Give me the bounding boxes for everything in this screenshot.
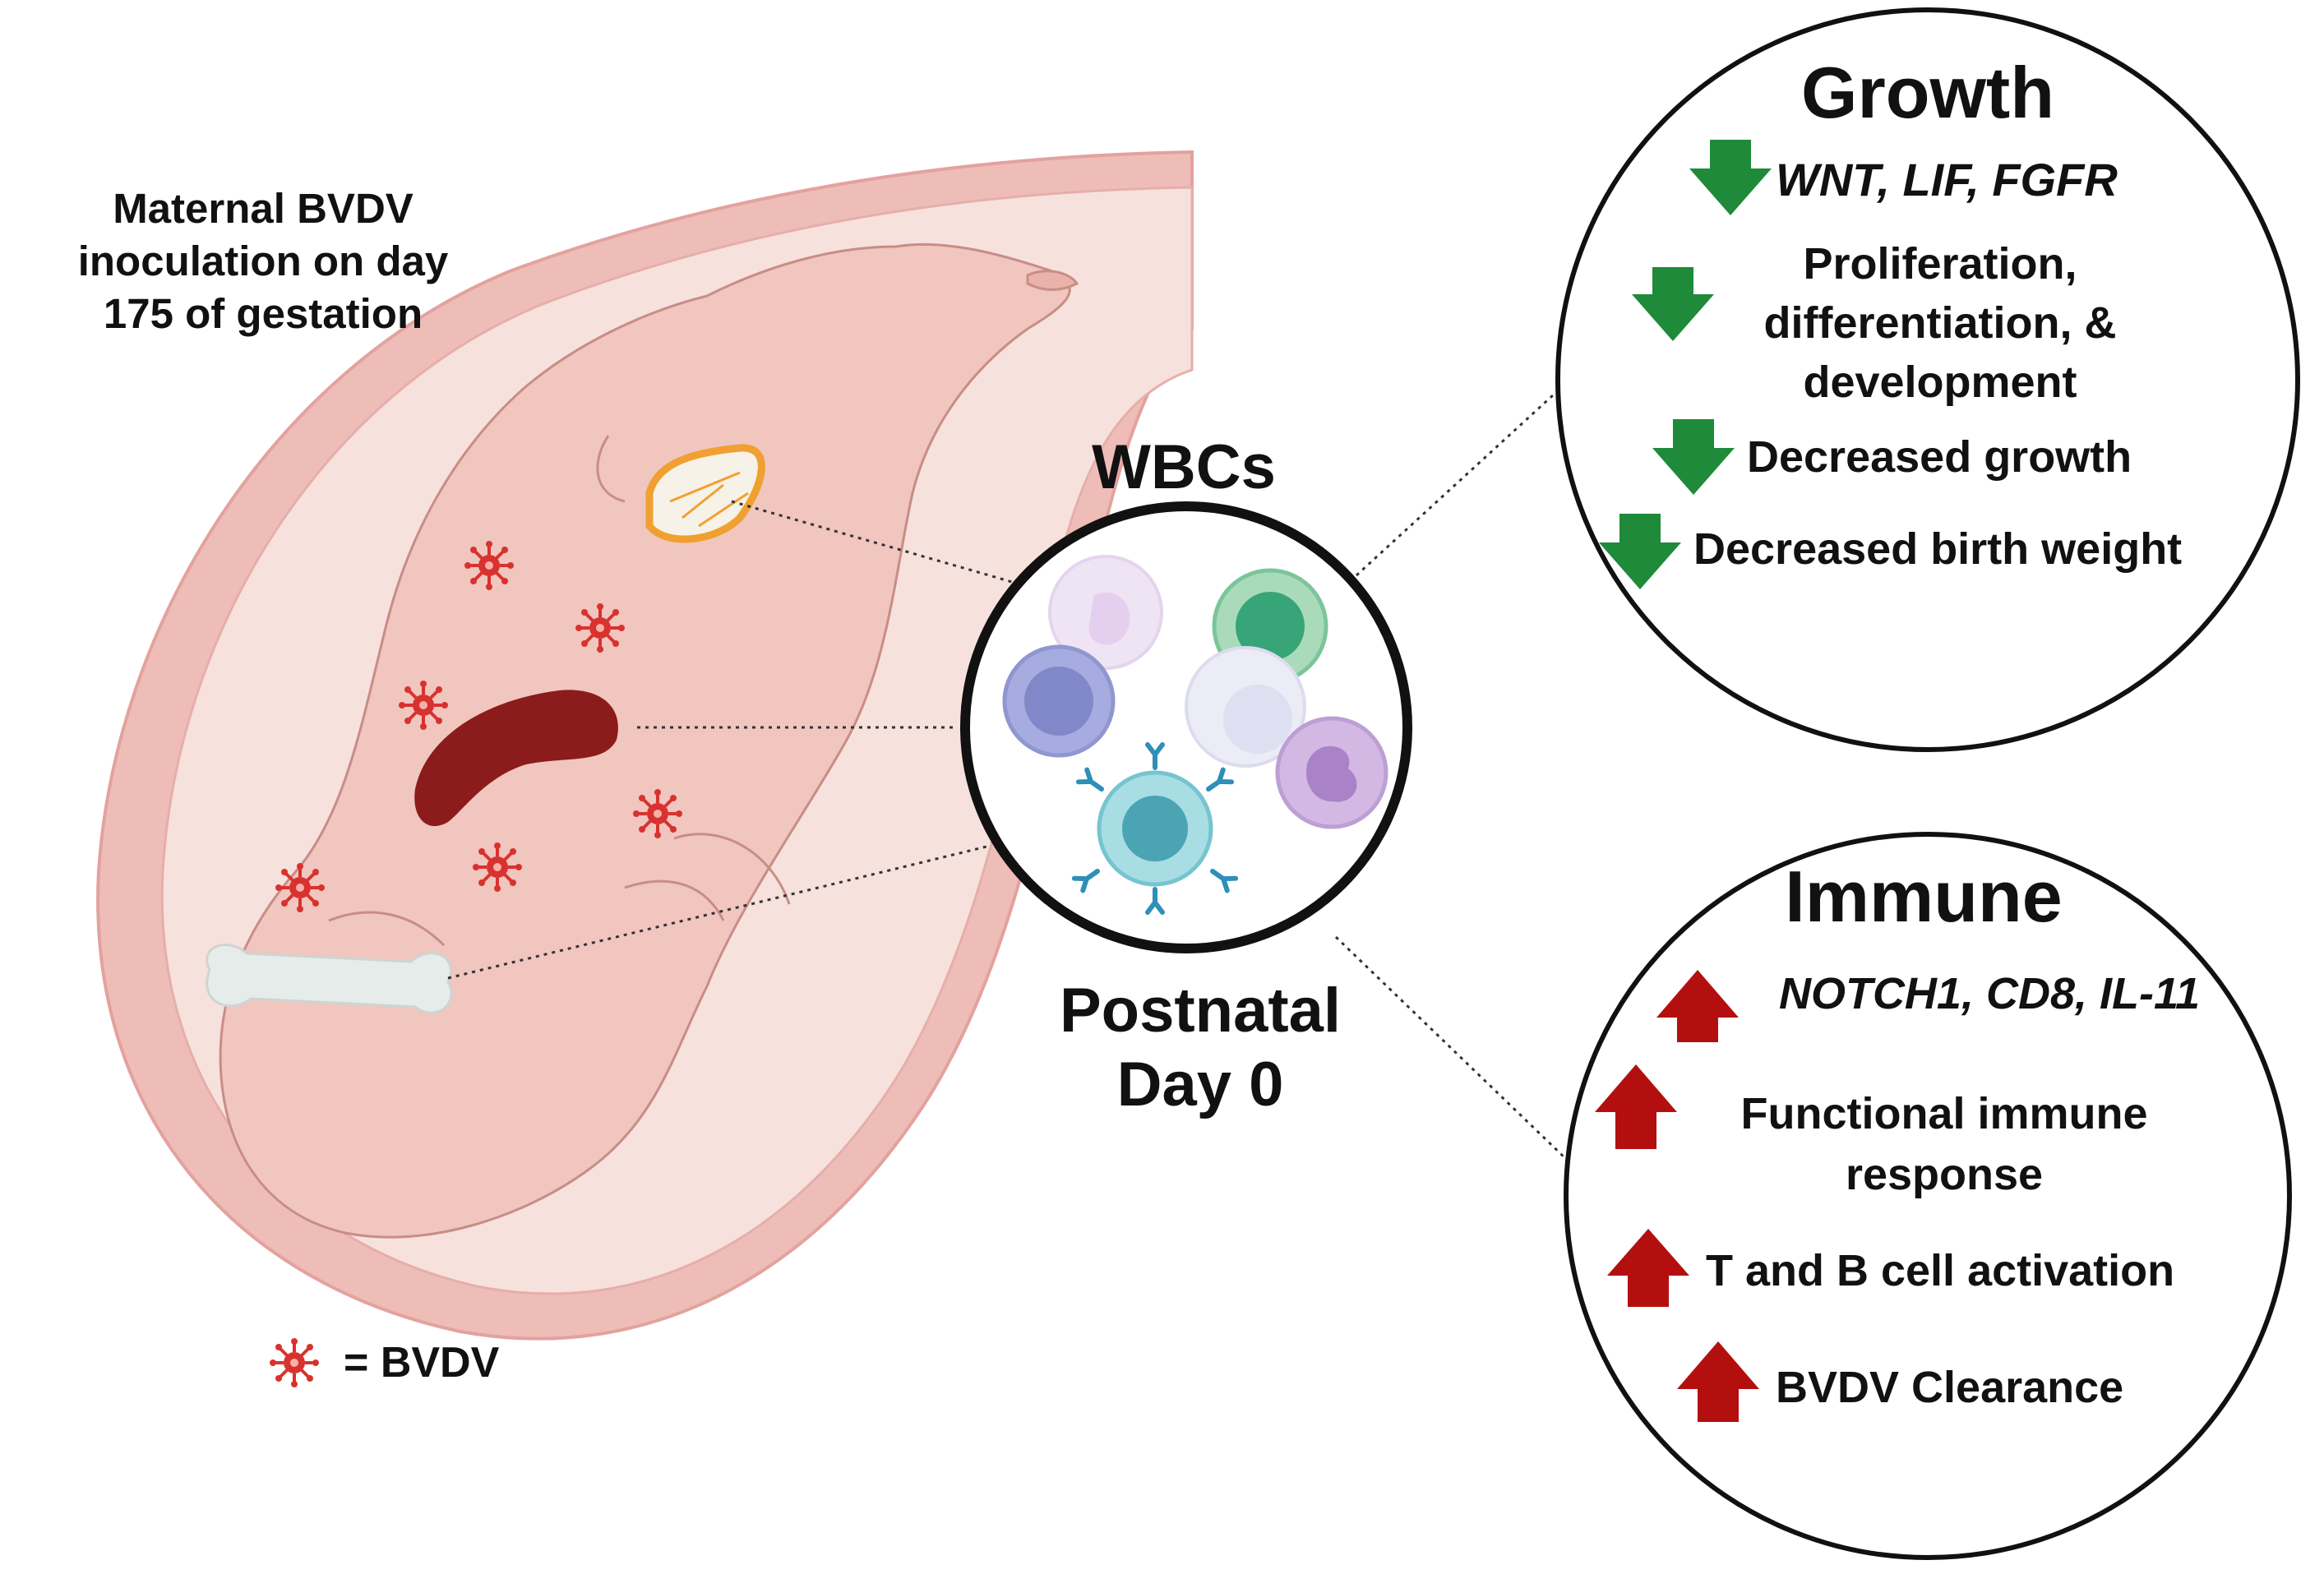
up-arrow-icon bbox=[1677, 1341, 1759, 1422]
wbc-circle bbox=[960, 501, 1412, 953]
bone-icon bbox=[206, 944, 453, 1014]
down-arrow-icon bbox=[1599, 514, 1681, 589]
immune-functional-response: Functional immune response bbox=[1689, 1083, 2199, 1205]
growth-arrows bbox=[1599, 140, 1772, 589]
up-arrow-icon bbox=[1607, 1229, 1689, 1307]
growth-proliferation-line1: Proliferation, bbox=[1803, 239, 2077, 288]
up-arrow-icon bbox=[1595, 1064, 1677, 1149]
maternal-note-line2: inoculation on day bbox=[77, 238, 449, 284]
immune-functional-response-line2: response bbox=[1845, 1150, 2044, 1199]
center-subtitle: Postnatal Day 0 bbox=[970, 974, 1430, 1122]
maternal-note-line1: Maternal BVDV bbox=[113, 185, 414, 232]
down-arrow-icon bbox=[1652, 419, 1735, 495]
immune-t-b-activation: T and B cell activation bbox=[1706, 1246, 2175, 1295]
immune-arrows bbox=[1595, 970, 1759, 1422]
thymus-icon bbox=[645, 444, 765, 543]
cell-blue bbox=[1002, 644, 1116, 758]
growth-genes: WNT, LIF, FGFR bbox=[1776, 154, 2118, 205]
growth-proliferation-line3: development bbox=[1803, 358, 2077, 407]
cell-purple bbox=[1275, 716, 1388, 829]
legend-label: = BVDV bbox=[344, 1339, 500, 1387]
maternal-note-line3: 175 of gestation bbox=[103, 290, 423, 337]
growth-proliferation-line2: differentiation, & bbox=[1763, 298, 2117, 348]
connector-lines bbox=[447, 393, 1568, 1161]
down-arrow-icon bbox=[1689, 140, 1772, 215]
immune-bvdv-clearance: BVDV Clearance bbox=[1776, 1363, 2124, 1412]
growth-proliferation: Proliferation, differentiation, & develo… bbox=[1718, 234, 2162, 412]
up-arrow-icon bbox=[1656, 970, 1739, 1042]
growth-decreased-growth: Decreased growth bbox=[1747, 432, 2132, 482]
immune-genes: NOTCH1, CD8, IL-11 bbox=[1778, 969, 2201, 1018]
center-subtitle-line2: Day 0 bbox=[1116, 1050, 1284, 1119]
immune-functional-response-line1: Functional immune bbox=[1740, 1089, 2148, 1138]
cell-b-cell-with-antibodies bbox=[1074, 745, 1236, 912]
maternal-note: Maternal BVDV inoculation on day 175 of … bbox=[49, 182, 477, 340]
center-subtitle-line1: Postnatal bbox=[1059, 976, 1342, 1045]
growth-decreased-birth-weight: Decreased birth weight bbox=[1693, 524, 2183, 574]
cell-pale-purple bbox=[1048, 555, 1163, 670]
spleen-icon bbox=[414, 690, 618, 827]
legend-virus-icon bbox=[268, 1336, 321, 1389]
cell-pale-lavender bbox=[1185, 646, 1306, 768]
down-arrow-icon bbox=[1632, 267, 1714, 341]
growth-title: Growth bbox=[1801, 52, 2054, 133]
center-title: WBCs bbox=[1092, 432, 1276, 502]
immune-title: Immune bbox=[1785, 856, 2063, 937]
